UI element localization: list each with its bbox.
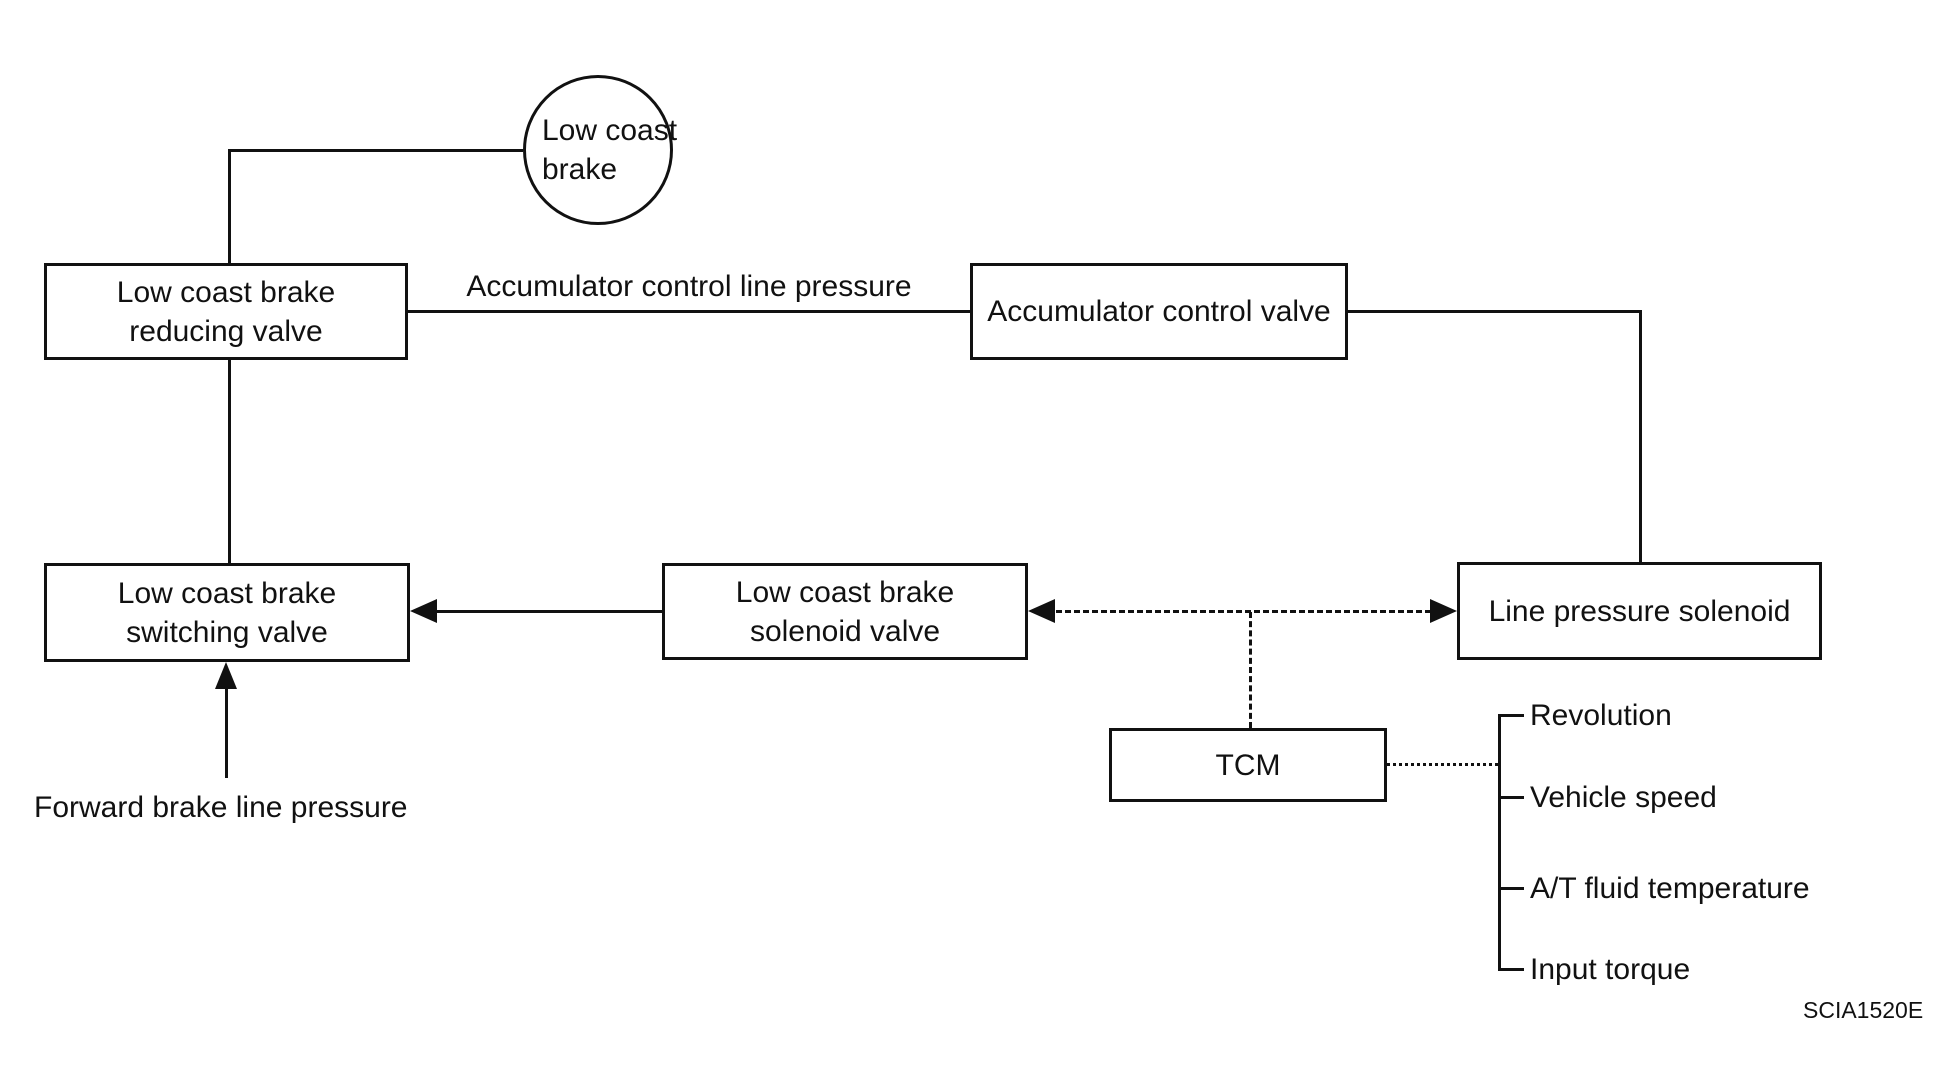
connector-reducing-to-accumulator	[408, 310, 970, 313]
tcm-input-label-revolution: Revolution	[1530, 699, 1672, 732]
node-accumulator-control-valve-label: Accumulator control valve	[987, 295, 1331, 328]
figure-code: SCIA1520E	[1803, 997, 1924, 1023]
edge-label-forward-brake-line-pressure: Forward brake line pressure	[34, 791, 408, 824]
connector-reducing-to-switching	[228, 360, 231, 563]
arrowhead-left-icon	[410, 599, 437, 623]
tcm-input-label-input-torque: Input torque	[1530, 953, 1691, 986]
edge-label-accumulator-control-line-pressure: Accumulator control line pressure	[466, 270, 912, 303]
node-switching-valve-label-line2: switching valve	[126, 615, 328, 649]
node-switching-valve: Low coast brake switching valve	[44, 563, 410, 662]
connector-accumulator-right	[1348, 310, 1642, 313]
connector-down-to-line-pressure-solenoid	[1639, 310, 1642, 562]
node-low-coast-brake-label-line2: brake	[542, 153, 618, 186]
node-switching-valve-label-line1: Low coast brake	[117, 576, 337, 610]
tcm-input-tick	[1498, 796, 1524, 799]
node-reducing-valve-label-line1: Low coast brake	[116, 275, 336, 309]
connector-forward-brake	[225, 687, 228, 778]
node-line-pressure-solenoid-label: Line pressure solenoid	[1488, 594, 1791, 628]
node-line-pressure-solenoid: Line pressure solenoid	[1457, 562, 1822, 660]
tcm-input-tick	[1498, 968, 1524, 971]
node-accumulator-control-valve: Accumulator control valve	[970, 263, 1348, 360]
node-reducing-valve: Low coast brake reducing valve	[44, 263, 408, 360]
connector-dashed-to-tcm	[1249, 612, 1252, 728]
tcm-input-label-vehicle-speed: Vehicle speed	[1530, 781, 1717, 814]
node-tcm: TCM	[1109, 728, 1387, 802]
connector-solenoid-to-switching	[434, 610, 662, 613]
connector-tcm-to-inputs	[1387, 763, 1498, 766]
node-solenoid-valve-label-line1: Low coast brake	[735, 575, 955, 609]
arrowhead-left-icon	[1028, 599, 1055, 623]
node-reducing-valve-label-line2: reducing valve	[129, 314, 323, 348]
connector-dashed-solenoid-linepressure	[1056, 610, 1431, 613]
node-tcm-label: TCM	[1215, 748, 1281, 782]
arrowhead-right-icon	[1430, 599, 1457, 623]
tcm-input-bus-line	[1498, 714, 1501, 971]
node-low-coast-brake-label-line1: Low coast	[542, 114, 678, 147]
node-low-coast-brake: Low coast brake	[523, 75, 677, 225]
arrowhead-up-icon	[215, 662, 237, 689]
connector-circle-horizontal	[228, 149, 523, 152]
connector-circle-vertical	[228, 149, 231, 263]
tcm-input-tick	[1498, 887, 1524, 890]
tcm-input-label-at-fluid-temperature: A/T fluid temperature	[1530, 872, 1810, 905]
tcm-input-tick	[1498, 714, 1524, 717]
node-solenoid-valve: Low coast brake solenoid valve	[662, 563, 1028, 660]
node-solenoid-valve-label-line2: solenoid valve	[749, 614, 941, 648]
